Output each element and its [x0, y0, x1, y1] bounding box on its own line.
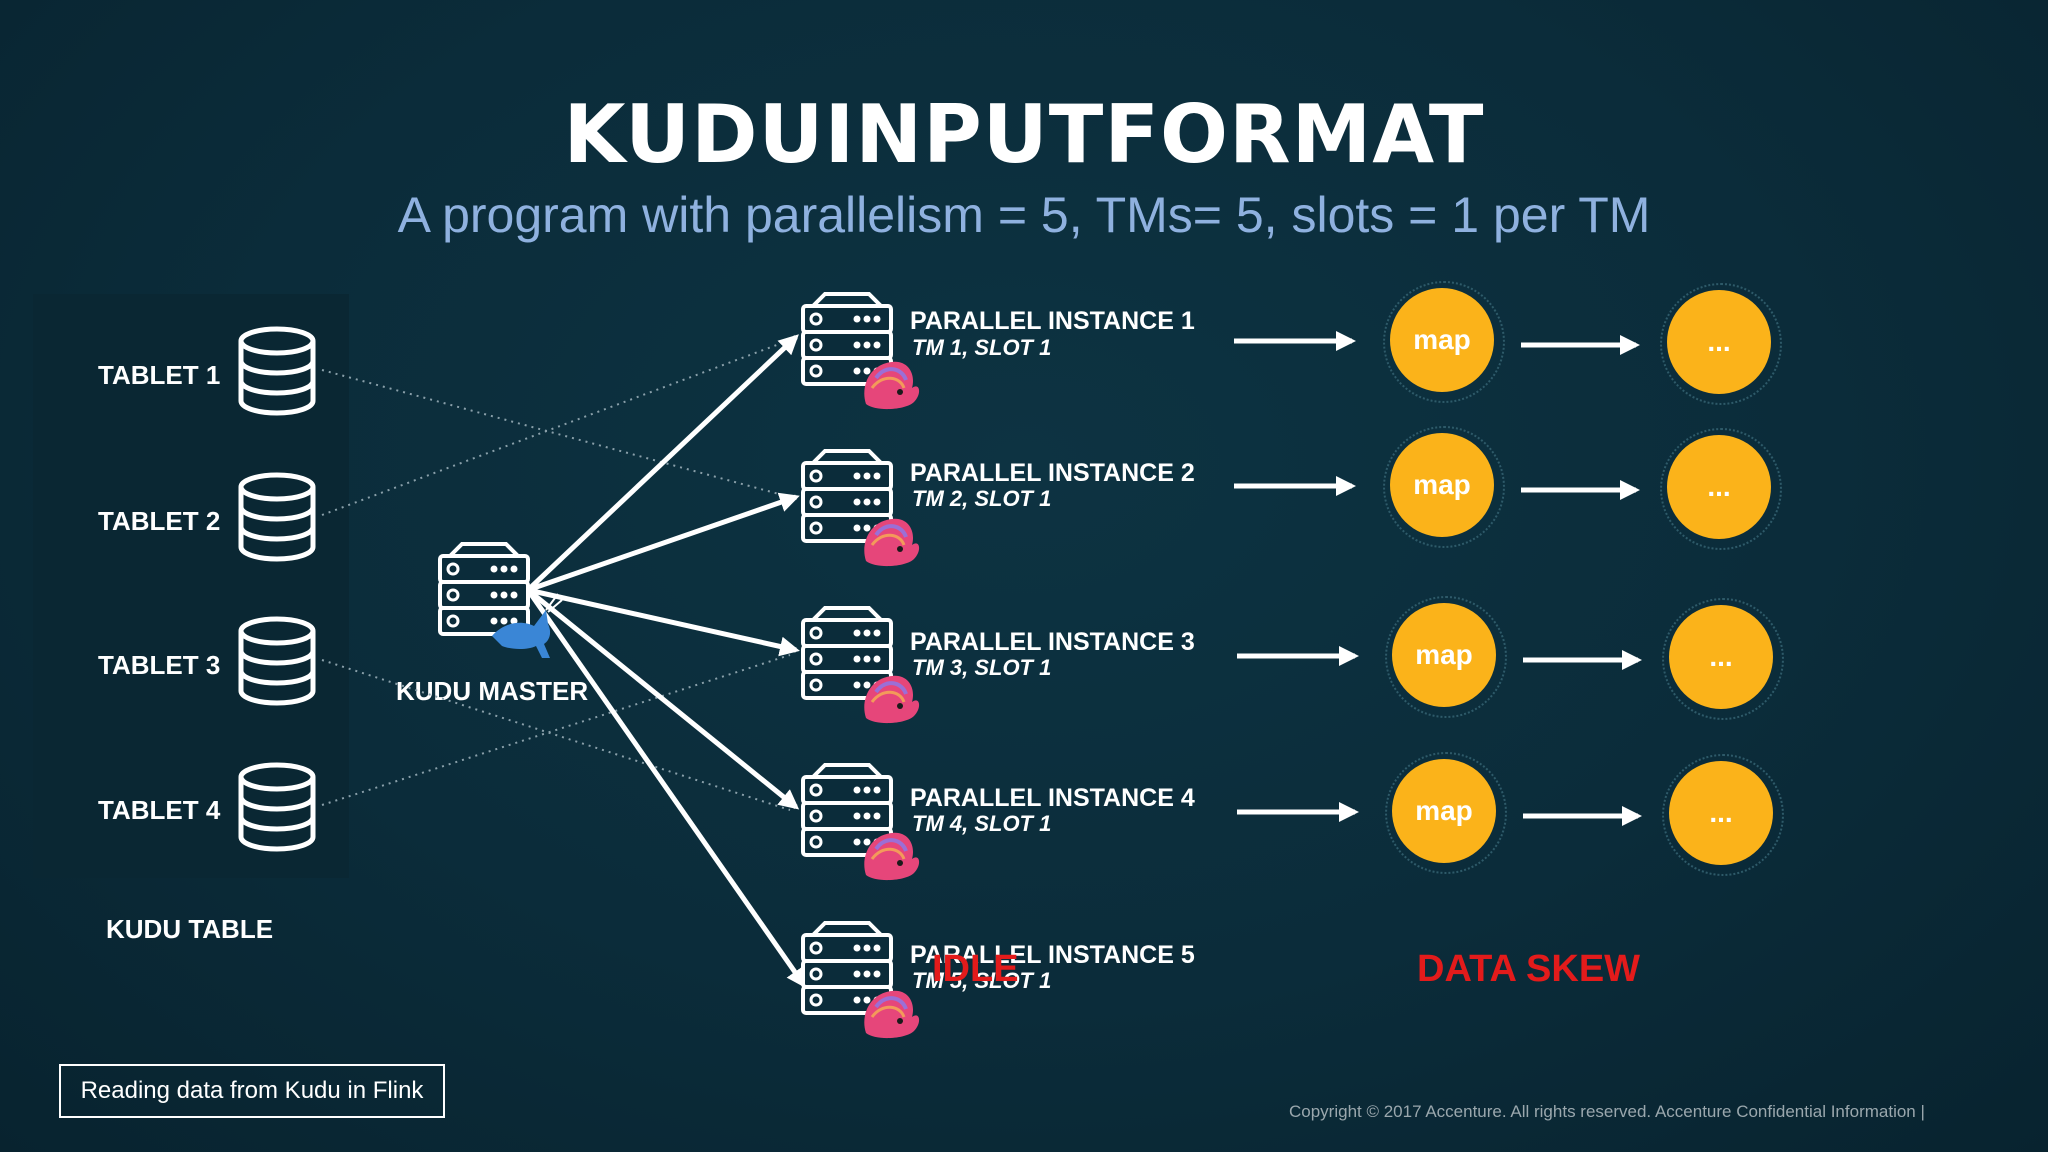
tablet-connections	[321, 339, 791, 811]
database-icon	[241, 475, 313, 559]
server-icon	[438, 542, 530, 636]
map-node-1: map	[1390, 288, 1494, 392]
instance-sub-3: TM 3, SLOT 1	[912, 655, 1052, 680]
instance-title-1: PARALLEL INSTANCE 1	[910, 307, 1195, 335]
master-arrows	[525, 334, 807, 989]
map-halo-1	[1383, 281, 1505, 403]
tablet-label-4: TABLET 4	[98, 795, 221, 825]
database-icon	[241, 619, 313, 703]
next-node-2: ...	[1667, 435, 1771, 539]
next-node-1: ...	[1667, 290, 1771, 394]
kudu-master-label: KUDU MASTER	[396, 676, 589, 706]
map-node-4: map	[1392, 759, 1496, 863]
page-subtitle: A program with parallelism = 5, TMs= 5, …	[397, 187, 1651, 243]
tablet-label-3: TABLET 3	[98, 650, 221, 680]
data-skew-label: DATA SKEW	[1417, 948, 1641, 990]
page-title: KUDUINPUTFORMAT	[563, 88, 1485, 181]
next-halo-3	[1662, 598, 1784, 720]
next-halo-2	[1660, 428, 1782, 550]
copyright-text: Copyright © 2017 Accenture. All rights r…	[1289, 1102, 1925, 1121]
instance-title-5: PARALLEL INSTANCE 5	[910, 941, 1195, 969]
kudu-antelope-icon	[492, 593, 563, 658]
instance-title-2: PARALLEL INSTANCE 2	[910, 459, 1195, 487]
instance-sub-4: TM 4, SLOT 1	[912, 811, 1052, 836]
instance-title-4: PARALLEL INSTANCE 4	[910, 784, 1195, 812]
map-node-2: map	[1390, 433, 1494, 537]
instance-title-3: PARALLEL INSTANCE 3	[910, 628, 1195, 656]
map-node-3: map	[1392, 603, 1496, 707]
instance-sub-2: TM 2, SLOT 1	[912, 486, 1052, 511]
footer-caption-box: Reading data from Kudu in Flink	[59, 1064, 445, 1118]
pipeline-arrows	[1234, 331, 1642, 826]
instance-sub-1: TM 1, SLOT 1	[912, 335, 1052, 360]
next-halo-4	[1662, 754, 1784, 876]
map-halo-3	[1385, 596, 1507, 718]
next-node-3: ...	[1669, 605, 1773, 709]
next-node-4: ...	[1669, 761, 1773, 865]
map-halo-4	[1385, 752, 1507, 874]
kudu-table-label: KUDU TABLE	[106, 914, 274, 944]
next-halo-1	[1660, 283, 1782, 405]
instance-sub-5: TM 5, SLOT 1	[912, 968, 1052, 993]
map-halo-2	[1383, 426, 1505, 548]
tablet-label-2: TABLET 2	[98, 506, 221, 536]
database-icon	[241, 765, 313, 849]
tablet-label-1: TABLET 1	[98, 360, 221, 390]
idle-label: IDLE	[932, 948, 1019, 990]
database-icon	[241, 329, 313, 413]
